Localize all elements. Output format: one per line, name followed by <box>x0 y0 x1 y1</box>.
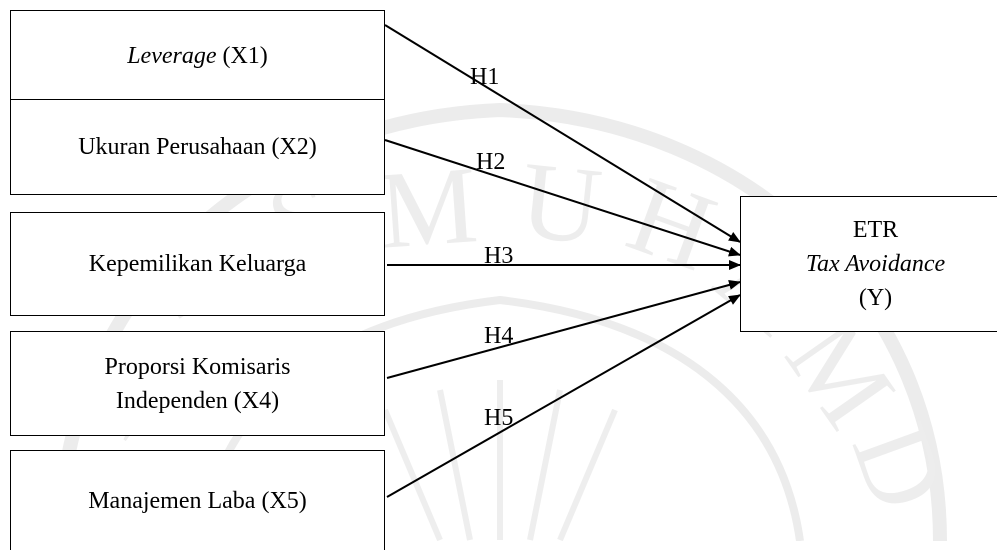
hypothesis-h2-label: H2 <box>476 149 506 175</box>
arrow-h1 <box>384 24 741 243</box>
hypothesis-h1-label: H1 <box>470 64 500 90</box>
arrow-h5 <box>386 294 741 498</box>
tax-avoidance-label: Tax Avoidance <box>805 251 946 277</box>
x1-label: (X1) <box>216 42 268 69</box>
hypothesis-h3-label: H3 <box>484 243 514 269</box>
ukuran-perusahaan-label: Ukuran Perusahaan (X2) <box>78 134 317 160</box>
box-etr-tax-avoidance-y: ETR Tax Avoidance (Y) <box>740 196 997 332</box>
kepemilikan-keluarga-label: Kepemilikan Keluarga <box>88 251 307 277</box>
hypothesis-h5-label: H5 <box>484 405 514 431</box>
box-kepemilikan-keluarga: Kepemilikan Keluarga <box>10 212 385 316</box>
arrow-h2 <box>384 139 741 257</box>
manajemen-laba-label: Manajemen Laba (X5) <box>88 487 307 514</box>
box-manajemen-laba-x5: Manajemen Laba (X5) <box>10 450 385 550</box>
box-leverage-x1: Leverage (X1) <box>10 10 385 101</box>
etr-label: ETR <box>852 217 899 243</box>
svg-text:U: U <box>515 138 607 268</box>
hypothesis-h4-label: H4 <box>484 323 514 349</box>
proporsi-komisaris-line2: Independen (X4) <box>115 387 280 414</box>
box-ukuran-perusahaan-x2: Ukuran Perusahaan (X2) <box>10 99 385 195</box>
arrow-h4 <box>386 280 741 379</box>
leverage-label: Leverage <box>127 42 217 69</box>
proporsi-komisaris-line1: Proporsi Komisaris <box>104 353 291 380</box>
box-proporsi-komisaris-x4: Proporsi Komisaris Independen (X4) <box>10 331 385 436</box>
y-label: (Y) <box>858 285 893 311</box>
